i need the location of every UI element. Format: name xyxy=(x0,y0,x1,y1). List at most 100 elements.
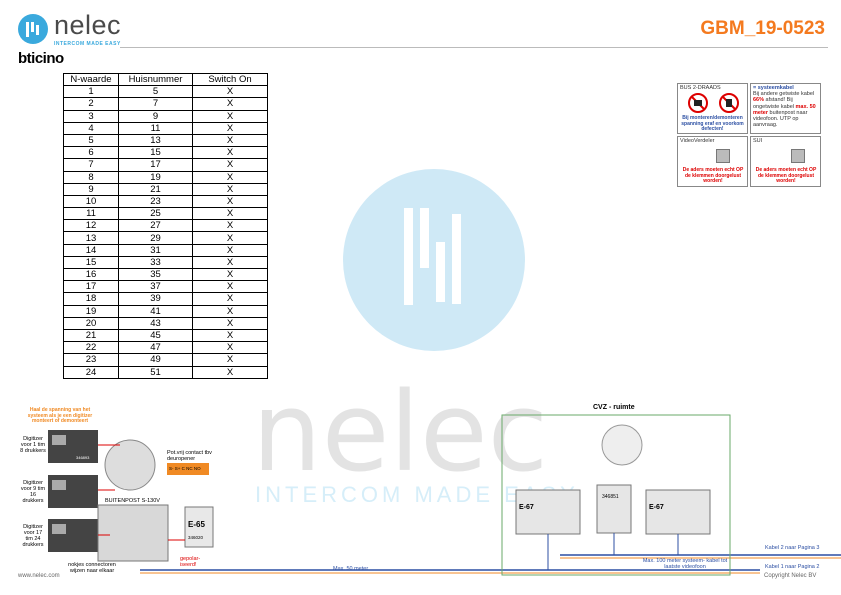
table-cell: 6 xyxy=(63,146,119,160)
table-cell: X xyxy=(192,328,268,343)
table-cell: 37 xyxy=(118,280,193,294)
table-cell: 14 xyxy=(63,243,119,257)
table-cell: 9 xyxy=(118,109,193,123)
videoverdeler-title: VideoVerdeler xyxy=(680,138,715,144)
digitizer-3-label: Digitizer voor 17 tim 24 drukkers xyxy=(22,524,44,548)
sui-icon xyxy=(791,149,805,163)
table-cell: 3 xyxy=(63,109,119,123)
gepolariseerd-note: gepolar- iseerd! xyxy=(180,556,201,568)
table-cell: 49 xyxy=(118,353,193,367)
table-cell: 5 xyxy=(63,133,119,148)
table-cell: X xyxy=(192,121,268,135)
table-cell: 27 xyxy=(118,219,193,233)
table-cell: X xyxy=(192,85,268,99)
table-cell: 51 xyxy=(118,365,193,379)
column-header: Huisnummer xyxy=(118,72,193,87)
table-cell: 11 xyxy=(63,207,119,221)
brand-name: nelec xyxy=(54,10,122,40)
cable-percent: 66% xyxy=(753,97,765,104)
table-cell: X xyxy=(192,280,268,294)
videoverdeler-box: VideoVerdeler De aders moeten echt OP de… xyxy=(677,136,748,187)
table-cell: 41 xyxy=(118,304,193,318)
table-cell: X xyxy=(192,97,268,111)
table-cell: 13 xyxy=(118,133,193,148)
relay-terminals: S- S+ C NC NO xyxy=(169,466,201,471)
table-cell: 29 xyxy=(118,231,193,245)
table-cell: X xyxy=(192,292,268,306)
table-cell: 47 xyxy=(118,341,193,355)
website: www.nelec.com xyxy=(18,573,60,579)
bticino-logo: bticino xyxy=(18,50,64,67)
table-cell: 1 xyxy=(63,85,119,99)
nelec-logo: nelec INTERCOM MADE EASY xyxy=(18,10,128,47)
bus-title: BUS 2-DRAADS xyxy=(680,85,721,91)
table-header-row: N-waarde Huisnummer Switch On xyxy=(63,72,268,87)
sui-title: SUI xyxy=(753,138,763,144)
digitizer-warning: Haal de spanning van het systeem als je … xyxy=(27,407,93,424)
table-cell: 22 xyxy=(63,341,119,355)
e65-label: E-65 xyxy=(188,520,205,529)
table-cell: 7 xyxy=(63,158,119,172)
table-cell: 23 xyxy=(63,353,119,367)
copyright: Copyright Nelec BV xyxy=(764,573,817,579)
table-cell: 19 xyxy=(63,304,119,318)
table-cell: 24 xyxy=(63,365,119,379)
table-cell: X xyxy=(192,243,268,257)
potvrij-label: Pot.vrij contact tbv deuropener xyxy=(167,450,212,462)
buitenpost-label: BUITENPOST S-130V xyxy=(105,498,160,504)
table-cell: X xyxy=(192,182,268,196)
table-cell: 43 xyxy=(118,316,193,330)
table-cell: 7 xyxy=(118,97,193,111)
table-cell: X xyxy=(192,231,268,245)
column-header: Switch On xyxy=(192,72,268,87)
table-cell: X xyxy=(192,255,268,270)
table-cell: 31 xyxy=(118,243,193,257)
table-cell: 15 xyxy=(118,146,193,160)
table-cell: X xyxy=(192,365,268,379)
cable-text1: Bij andere getwiste kabel xyxy=(753,91,815,98)
connector-note: nokjes connectoren wijzen naar elkaar xyxy=(68,562,116,574)
table-cell: X xyxy=(192,133,268,148)
table-cell: 5 xyxy=(118,85,193,99)
svg-text:nelec: nelec xyxy=(252,368,548,496)
table-cell: X xyxy=(192,304,268,318)
cable-max: max. 50 meter xyxy=(753,103,816,116)
kabel1-label: Kabel 1 naar Pagina 2 xyxy=(765,564,820,570)
brand-tagline: INTERCOM MADE EASY xyxy=(54,41,121,47)
table-cell: X xyxy=(192,316,268,330)
table-cell: X xyxy=(192,267,268,282)
table-cell: 13 xyxy=(63,231,119,245)
digitizer-1 xyxy=(48,430,98,463)
column-header: N-waarde xyxy=(63,72,119,87)
digitizer-3 xyxy=(48,519,98,552)
table-cell: 10 xyxy=(63,194,119,209)
no-power-icons xyxy=(688,93,739,114)
e67-left-label: E-67 xyxy=(519,504,534,511)
table-cell: 21 xyxy=(118,182,193,196)
table-cell: X xyxy=(192,353,268,367)
table-cell: 39 xyxy=(118,292,193,306)
table-cell: X xyxy=(192,109,268,123)
table-cell: 12 xyxy=(63,219,119,233)
table-cell: 33 xyxy=(118,255,193,270)
cable-text2: afstand! Bij ongetwiste kabel xyxy=(753,97,794,110)
videoverdeler-warning: De aders moeten echt OP de klemmen doorg… xyxy=(682,167,744,184)
max100-label: Max. 100 meter systeem- kabel tot laatst… xyxy=(642,558,728,570)
document-code: GBM_19-0523 xyxy=(700,18,825,39)
table-cell: X xyxy=(192,207,268,221)
e67-right-label: E-67 xyxy=(649,504,664,511)
